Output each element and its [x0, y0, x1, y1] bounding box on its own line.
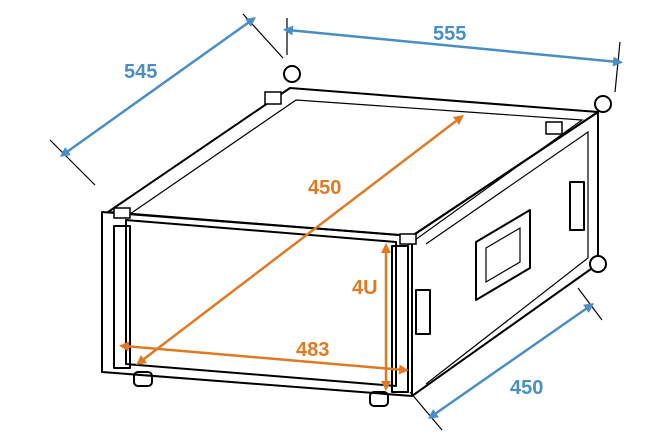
label-height-units: 4U: [352, 277, 378, 299]
dimension-line-diagonal: [136, 114, 464, 366]
case-right-side: [411, 111, 599, 397]
foot-right: [369, 391, 389, 407]
case-side-panel: [425, 130, 589, 385]
corner-bracket-top-right: [545, 121, 563, 135]
label-side-depth: 450: [510, 377, 543, 399]
case-front-opening: [125, 219, 397, 387]
label-width-top: 555: [433, 23, 466, 45]
dimension-line-side-depth: [427, 303, 595, 419]
side-handle: [475, 209, 531, 301]
label-inner-width: 483: [296, 339, 329, 361]
corner-bracket-front-left: [113, 207, 131, 219]
dimension-line-depth-top: [59, 17, 257, 157]
corner-bracket-top-left: [264, 91, 282, 105]
label-depth-top: 545: [124, 61, 157, 83]
butterfly-latch-side: [569, 181, 585, 231]
dimension-line-width-top: [283, 25, 623, 67]
label-diagonal: 450: [308, 177, 341, 199]
ball-corner-top-right: [594, 95, 612, 113]
corner-bracket-front-right: [399, 233, 417, 245]
rack-case: [101, 65, 612, 407]
butterfly-latch-front: [415, 289, 431, 335]
ball-corner-top-left: [283, 65, 301, 83]
dimension-line-inner-width: [119, 341, 409, 375]
ball-corner-bottom-right: [589, 255, 607, 273]
case-top-inner-edge: [129, 99, 584, 246]
